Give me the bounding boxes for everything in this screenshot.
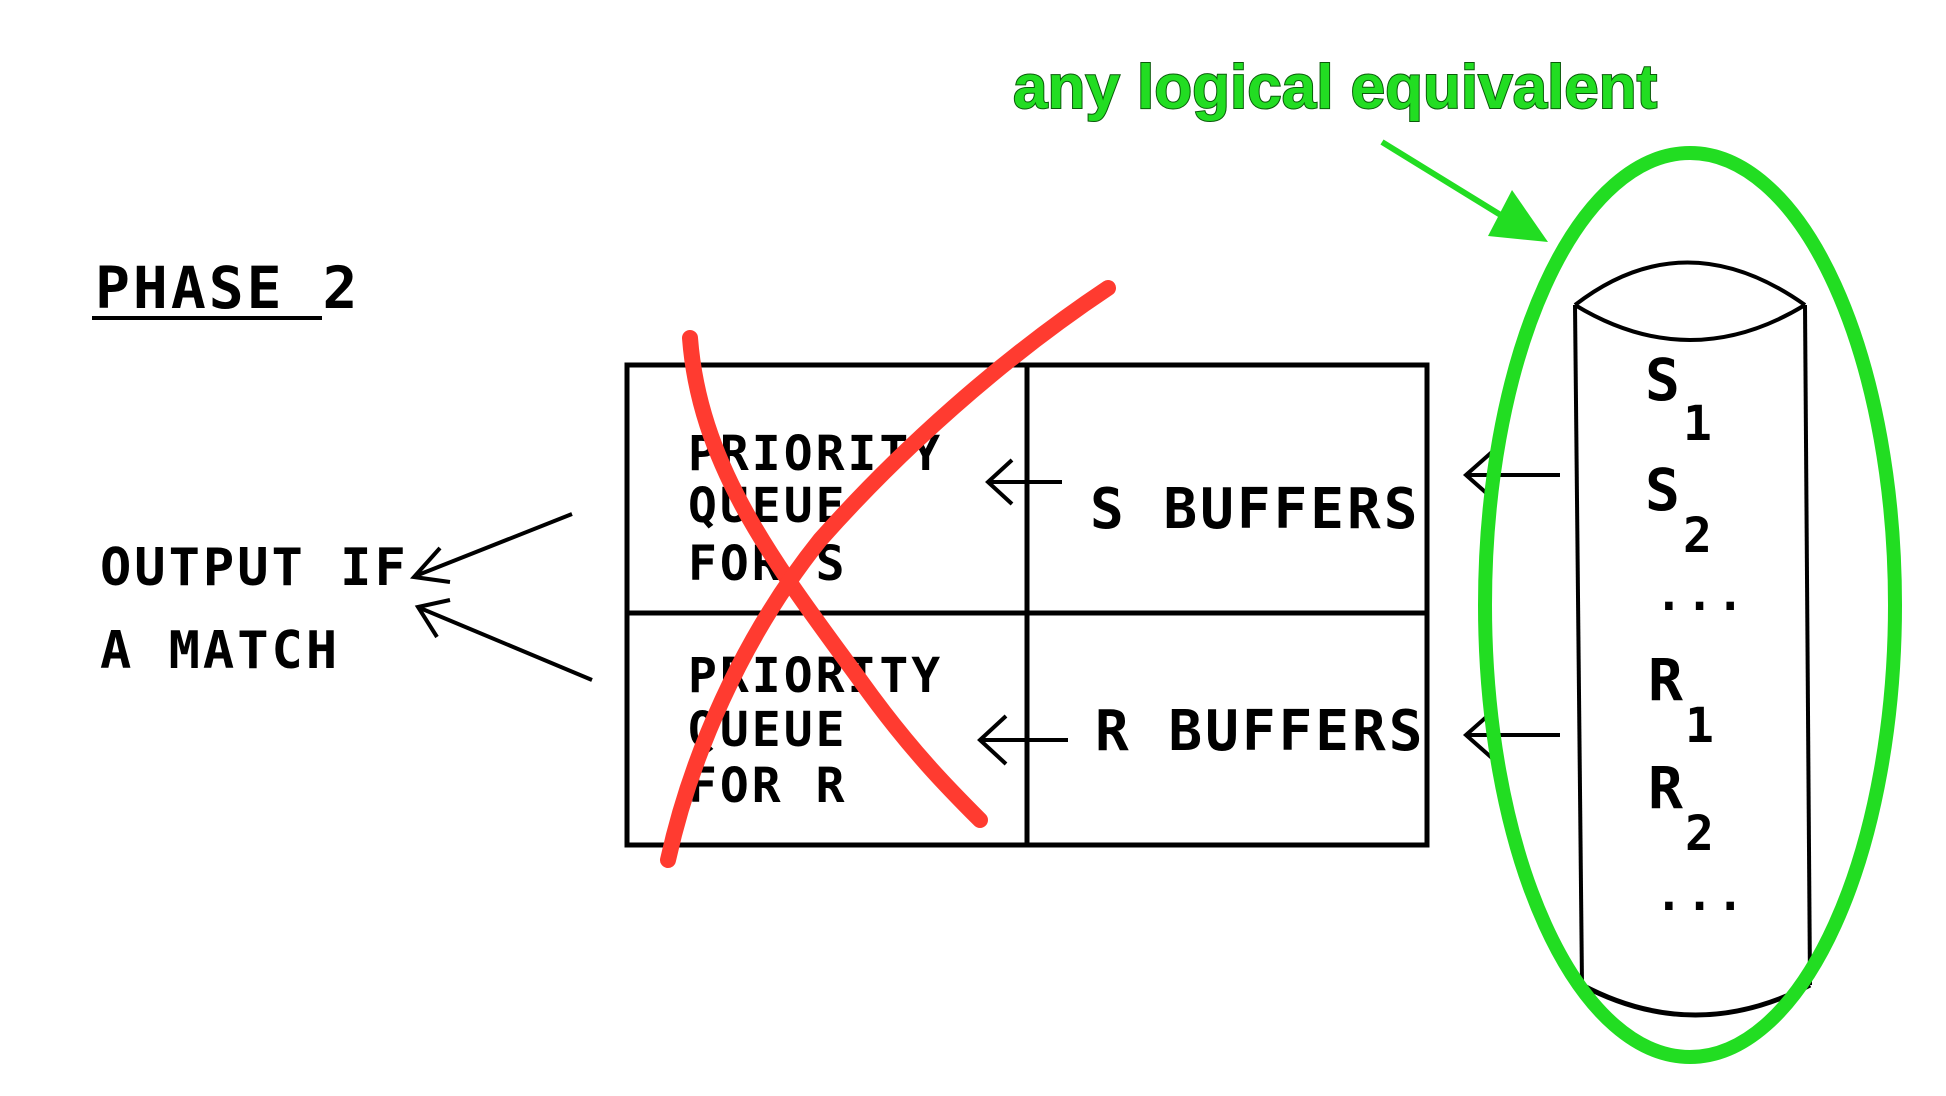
annotation-label: any logical equivalent [1013,53,1657,122]
s-buffers-label: S BUFFERS [1090,477,1420,542]
disk-r-ellipsis: ... [1655,867,1747,921]
disk-contents: S1 S2 ... R1 R2 ... [1645,346,1747,921]
phase-title: PHASE 2 [95,254,360,322]
arrow-disk-to-s-buffers [1462,450,1560,500]
disk-r2: R2 [1648,754,1717,862]
output-label-line1: OUTPUT IF [100,538,409,598]
strike-x-mark [660,280,1116,868]
output-label-line2: A MATCH [100,621,340,681]
r-buffers-label: R BUFFERS [1095,699,1425,764]
disk-r1: R1 [1648,646,1717,754]
disk-s1: S1 [1645,346,1715,452]
annotation-arrow [1380,139,1548,242]
pq-s-line2: QUEUE [688,478,848,534]
disk-s2: S2 [1645,456,1715,564]
arrow-disk-to-r-buffers [1462,710,1560,760]
disk-cylinder [1573,260,1812,1018]
arrow-r-buffers-to-pq [977,714,1068,766]
annotation-ellipse [1478,146,1902,1064]
arrow-s-buffers-to-pq [985,458,1062,506]
disk-s-ellipsis: ... [1655,567,1747,621]
output-arrow-bottom [414,598,593,682]
output-arrow-top [410,512,573,584]
pq-r-line3: FOR R [688,758,848,814]
